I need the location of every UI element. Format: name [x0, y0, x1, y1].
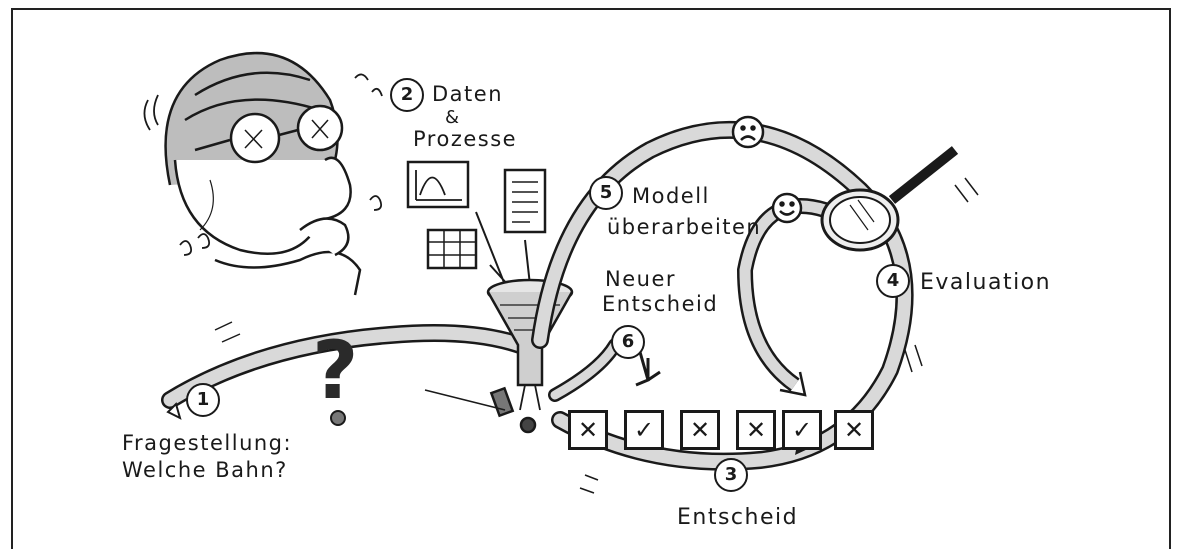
question-mark-icon: ?	[312, 324, 358, 426]
check-icon: ✓	[633, 416, 655, 444]
step-3-label: Entscheid	[677, 505, 799, 530]
magnifier-icon	[820, 146, 959, 252]
step-2-label-line1: Daten	[432, 82, 504, 106]
step-6-badge: 6	[611, 325, 645, 359]
step-2-badge: 2	[390, 78, 424, 112]
step-4-badge: 4	[876, 264, 910, 298]
decision-box-1: ✕	[568, 410, 608, 450]
step-5-label-line2: überarbeiten	[607, 215, 762, 239]
decision-box-4: ✕	[736, 410, 776, 450]
step-5-badge: 5	[589, 176, 623, 210]
decision-box-5: ✓	[782, 410, 822, 450]
step-4-label: Evaluation	[920, 270, 1052, 295]
cross-icon: ✕	[745, 416, 767, 444]
check-icon: ✓	[791, 416, 813, 444]
step-1-badge: 1	[186, 383, 220, 417]
motion-marks	[214, 177, 979, 494]
cross-icon: ✕	[689, 416, 711, 444]
thinking-person-illustration	[143, 51, 383, 296]
happy-face-icon	[771, 192, 803, 224]
sad-face-icon	[731, 115, 765, 149]
svg-text:?: ?	[312, 324, 358, 417]
decision-box-2: ✓	[624, 410, 664, 450]
cross-icon: ✕	[577, 416, 599, 444]
step-6-label-line1: Neuer	[605, 267, 676, 291]
step-6-label-line2: Entscheid	[602, 292, 719, 316]
data-documents-illustration	[406, 160, 547, 286]
step-2-label-line3: Prozesse	[413, 127, 518, 151]
decision-box-6: ✕	[834, 410, 874, 450]
step-5-label-line1: Modell	[632, 184, 710, 208]
step-1-label: Fragestellung: Welche Bahn?	[122, 431, 293, 483]
cross-icon: ✕	[843, 416, 865, 444]
step-3-badge: 3	[714, 458, 748, 492]
step-2-label-line2: &	[445, 107, 461, 128]
decision-box-3: ✕	[680, 410, 720, 450]
